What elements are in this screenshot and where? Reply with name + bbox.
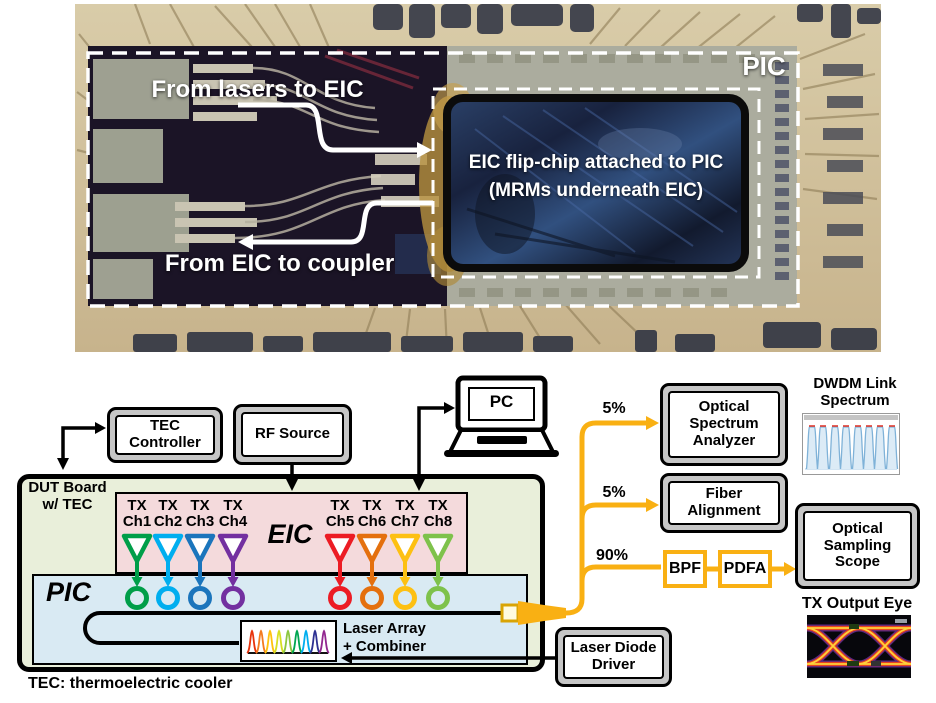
- eye-diagram-inset: [803, 615, 915, 683]
- rf-source-box: RF Source: [233, 404, 352, 465]
- dut-board-label-line2: w/ TEC: [42, 496, 93, 513]
- laser-diode-driver-label: Laser Diode Driver: [563, 635, 664, 679]
- package-markings-bottom: [133, 322, 877, 352]
- tx-label-5: TX: [330, 497, 350, 514]
- tx-label-3: TX: [190, 497, 210, 514]
- eic-dashed-outline: [431, 87, 761, 279]
- eic-label: EIC: [267, 519, 313, 549]
- main-split-label: 90%: [595, 547, 629, 564]
- tx-label-7: TX: [395, 497, 415, 514]
- tec-link: [61, 426, 96, 458]
- sampling-scope-label: Optical Sampling Scope: [803, 511, 912, 581]
- tap2-label: 5%: [602, 484, 626, 501]
- tec-controller-label: TEC Controller: [115, 415, 215, 455]
- laser-array-label-line2: + Combiner: [343, 638, 426, 655]
- pic-label: PIC: [46, 577, 92, 607]
- fiber-branch-bpf: [579, 564, 661, 582]
- laser-array-label-line1: Laser Array: [343, 620, 426, 637]
- sampling-scope-box: Optical Sampling Scope: [795, 503, 920, 589]
- pc-laptop-icon: [444, 375, 559, 457]
- fiber-alignment-box: Fiber Alignment: [660, 473, 788, 533]
- eic-caption-line1: EIC flip-chip attached to PIC: [468, 152, 724, 173]
- metal-trace-bars: [175, 64, 277, 243]
- pic-pad-rows: [459, 54, 755, 297]
- fiber-main-to-osa: [560, 420, 646, 616]
- ch-label-5: Ch5: [325, 513, 355, 530]
- tx-label-4: TX: [223, 497, 243, 514]
- tap1-label: 5%: [602, 400, 626, 417]
- annotation-from-lasers: From lasers to EIC: [151, 76, 364, 103]
- eic-caption-line2: (MRMs underneath EIC): [488, 180, 704, 201]
- ch-label-6: Ch6: [357, 513, 387, 530]
- osa-box: Optical Spectrum Analyzer: [660, 383, 788, 466]
- tx-label-6: TX: [362, 497, 382, 514]
- tec-controller-box: TEC Controller: [107, 407, 223, 463]
- package-markings-top: [373, 4, 881, 38]
- pdfa-box: PDFA: [718, 550, 772, 588]
- pic-photo-label: PIC: [742, 51, 786, 81]
- pic-io-column: [775, 62, 789, 280]
- bond-pad-blocks: [93, 59, 189, 299]
- fiber-alignment-label: Fiber Alignment: [668, 481, 780, 525]
- tx-label-8: TX: [428, 497, 448, 514]
- ch-label-8: Ch8: [423, 513, 453, 530]
- laser-diode-driver-box: Laser Diode Driver: [555, 627, 672, 687]
- dut-board-label-line1: DUT Board: [28, 479, 107, 496]
- red-traces: [324, 48, 420, 90]
- eic-die-texture: [466, 107, 738, 264]
- tx-label-2: TX: [158, 497, 178, 514]
- fiber-branch-alignment: [579, 502, 646, 520]
- tec-footnote: TEC: thermoelectric cooler: [28, 675, 233, 692]
- rf-source-label: RF Source: [241, 412, 344, 457]
- dwdm-title-line1: DWDM Link: [813, 375, 897, 392]
- package-pads-right: [823, 64, 863, 268]
- annotation-from-eic: From EIC to coupler: [164, 250, 395, 277]
- ch-label-1: Ch1: [122, 513, 152, 530]
- eye-title: TX Output Eye: [801, 595, 913, 612]
- dwdm-title-line2: Spectrum: [820, 392, 890, 409]
- tx-label-1: TX: [127, 497, 147, 514]
- ch-label-3: Ch3: [185, 513, 215, 530]
- pc-to-eic: [417, 406, 444, 479]
- osa-label: Optical Spectrum Analyzer: [668, 391, 780, 458]
- pc-label: PC: [489, 392, 514, 411]
- photo-annotation-arrows: [238, 102, 433, 250]
- ch-label-2: Ch2: [153, 513, 183, 530]
- laser-array-box: [240, 620, 337, 662]
- bpf-box: BPF: [663, 550, 707, 588]
- chip-micrograph: From lasers to EIC From EIC to coupler E…: [75, 3, 881, 352]
- pdfa-label: PDFA: [723, 560, 767, 577]
- ch-label-4: Ch4: [218, 513, 248, 530]
- routing-traces: [234, 66, 386, 240]
- laser-comb-spectrum: [246, 629, 330, 654]
- bpf-label: BPF: [669, 560, 701, 577]
- ch-label-7: Ch7: [390, 513, 420, 530]
- chip-micrograph-art: [75, 3, 881, 352]
- dwdm-spectrum-inset: [802, 413, 900, 480]
